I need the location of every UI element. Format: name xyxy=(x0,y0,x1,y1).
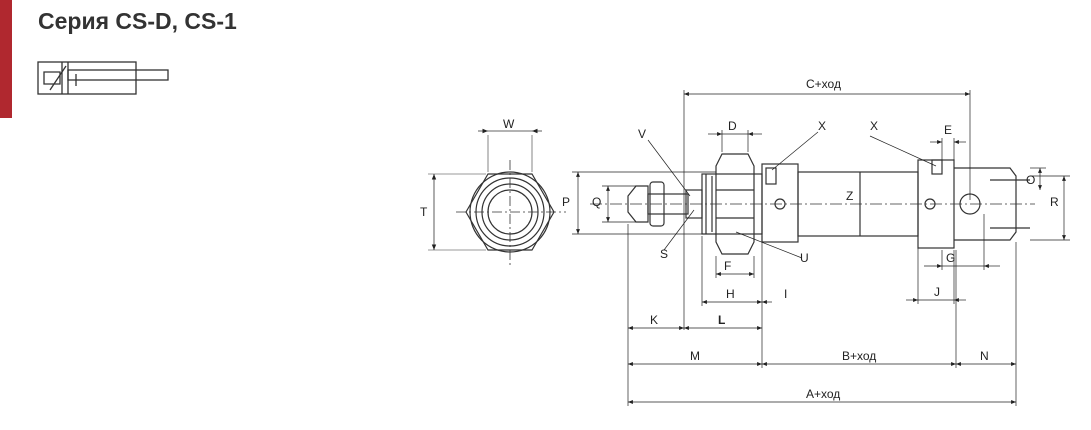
label-B: B+ход xyxy=(842,349,876,363)
label-I: I xyxy=(784,287,787,301)
label-Z: Z xyxy=(846,189,853,203)
accent-bar xyxy=(0,0,12,118)
label-V: V xyxy=(638,127,646,141)
label-Q: Q xyxy=(592,195,601,209)
label-D: D xyxy=(728,119,737,133)
label-T: T xyxy=(420,205,428,219)
label-A: A+ход xyxy=(806,387,840,401)
label-N: N xyxy=(980,349,989,363)
label-R: R xyxy=(1050,195,1059,209)
label-U: U xyxy=(800,251,809,265)
label-P: P xyxy=(562,195,570,209)
label-F: F xyxy=(724,259,731,273)
label-O: O xyxy=(1026,173,1035,187)
label-X1: X xyxy=(818,119,826,133)
label-M: M xyxy=(690,349,700,363)
label-J: J xyxy=(934,285,940,299)
side-view xyxy=(590,153,1035,255)
page-title: Серия CS-D, CS-1 xyxy=(38,8,237,34)
label-H: H xyxy=(726,287,735,301)
cylinder-symbol-icon xyxy=(37,61,169,95)
label-C: C+ход xyxy=(806,77,841,91)
label-S: S xyxy=(660,247,668,261)
label-X2: X xyxy=(870,119,878,133)
label-G: G xyxy=(946,251,955,265)
dimension-lines xyxy=(572,90,1070,406)
label-W: W xyxy=(503,117,515,131)
label-E: E xyxy=(944,123,952,137)
end-view xyxy=(428,128,566,266)
label-K: K xyxy=(650,313,658,327)
label-L: L xyxy=(718,313,725,327)
